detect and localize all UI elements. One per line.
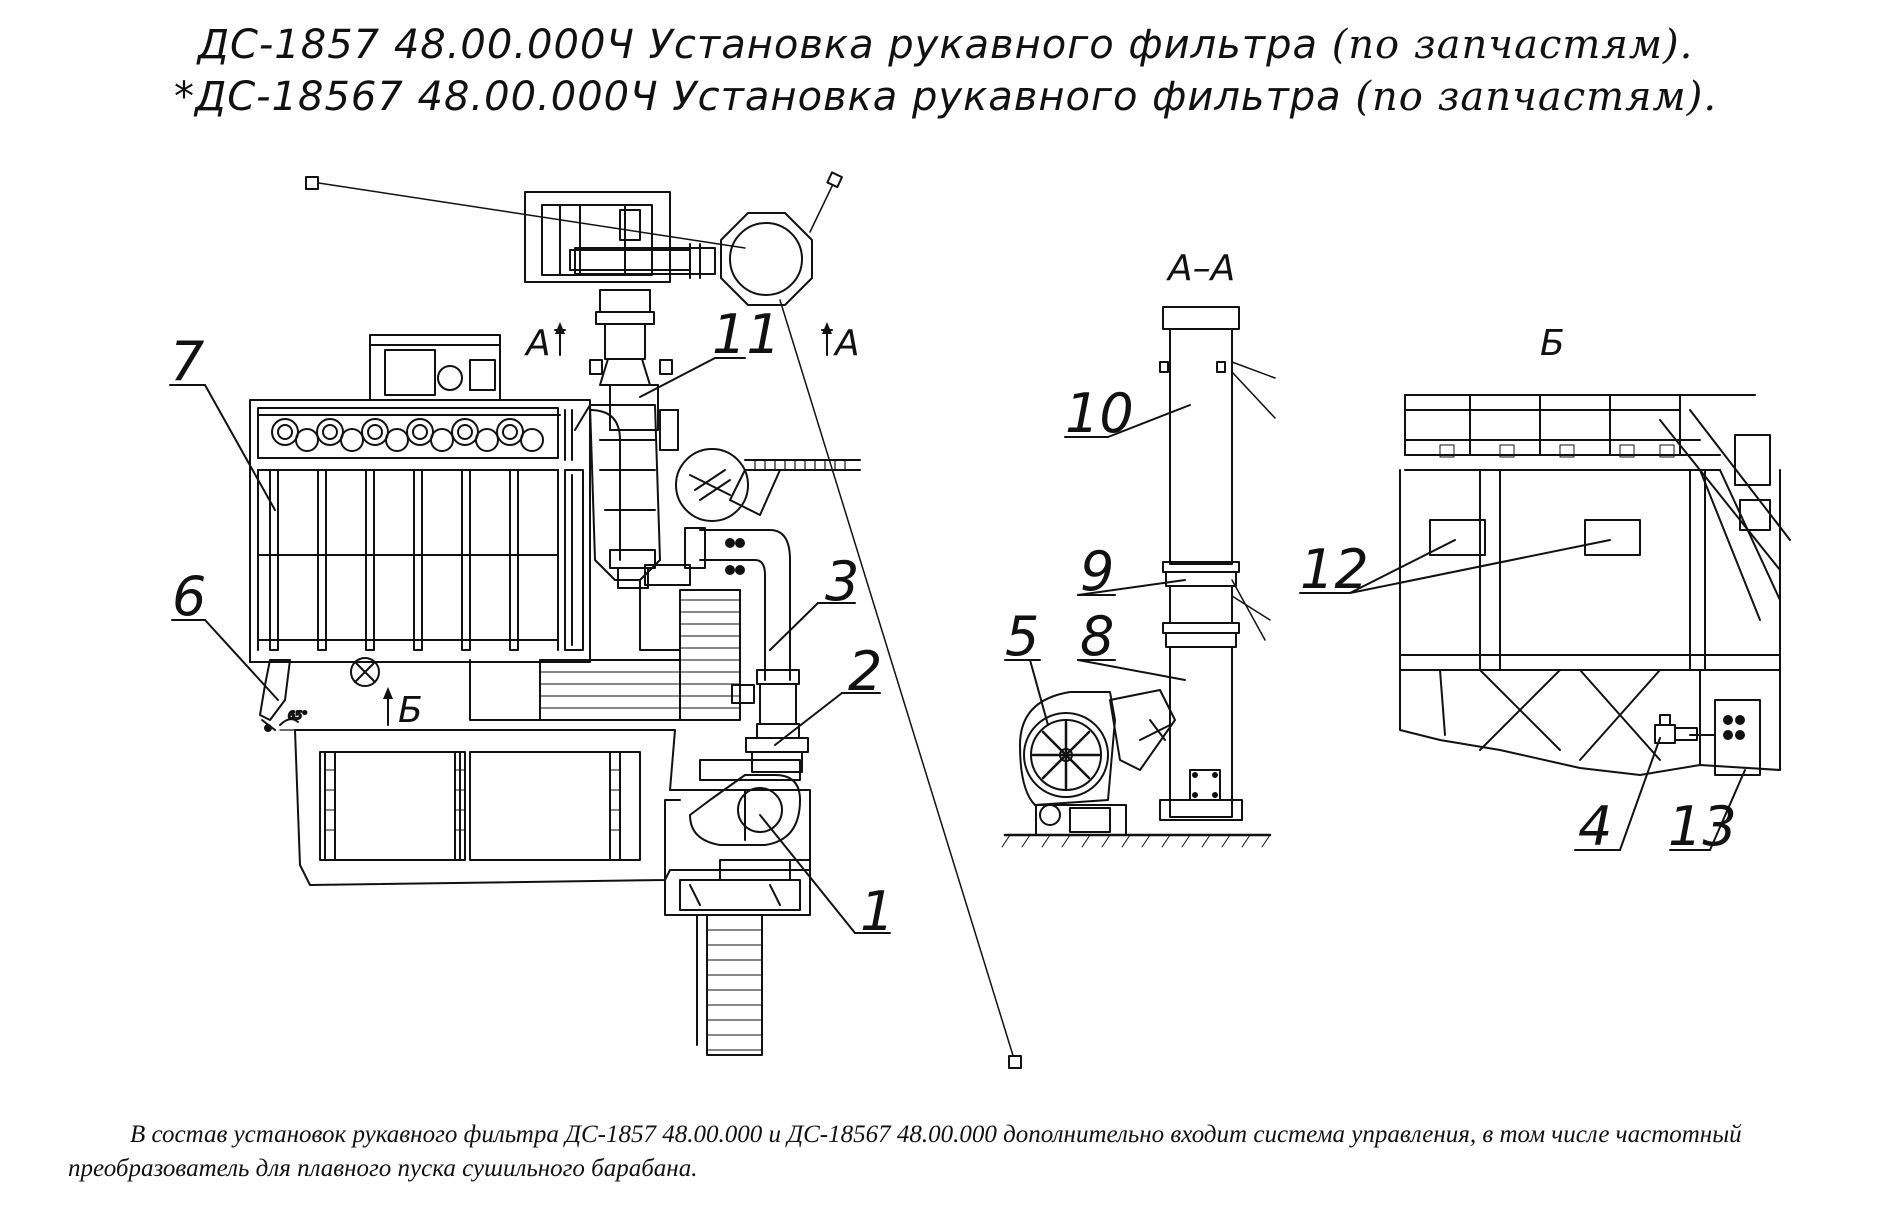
view-b-label: Б [1540,323,1565,364]
view-arrow-b: Б [398,690,423,731]
title-1-code: ДС-1857 48.00.000Ч Установка рукавного ф… [197,22,1318,68]
section-arrow-a-left: А [524,323,551,364]
plan-view: 65° [249,171,1022,1069]
callout-4: 4 [1578,795,1612,858]
title-1-suffix: (по запчастям). [1331,22,1694,68]
callout-6: 6 [172,565,206,628]
title-2-code: *ДС-18567 48.00.000Ч Установка рукавного… [173,74,1342,120]
view-b [1399,394,1791,776]
callout-2: 2 [848,640,882,703]
callout-3: 3 [825,550,859,613]
callout-13: 13 [1668,795,1737,858]
drawing-title-line-2: *ДС-18567 48.00.000Ч Установка рукавного… [0,74,1891,120]
callout-11: 11 [712,303,781,366]
section-a-a-label: А–А [1166,248,1235,289]
section-a-a-view [1001,306,1276,848]
callout-9: 9 [1080,540,1114,603]
callout-8: 8 [1080,605,1114,668]
drawing-title-line-1: ДС-1857 48.00.000Ч Установка рукавного ф… [0,22,1891,68]
callout-5: 5 [1005,605,1039,668]
callout-1: 1 [860,880,894,943]
angle-label: 65° [288,709,308,722]
leader-lines [169,329,1746,934]
callout-7: 7 [170,330,204,393]
section-arrow-a-right: А [833,323,860,364]
composition-note: В состав установок рукавного фильтра ДС-… [68,1121,1742,1182]
title-2-suffix: (по запчастям). [1355,74,1718,120]
callout-10: 10 [1065,382,1134,445]
callout-12: 12 [1300,538,1369,601]
